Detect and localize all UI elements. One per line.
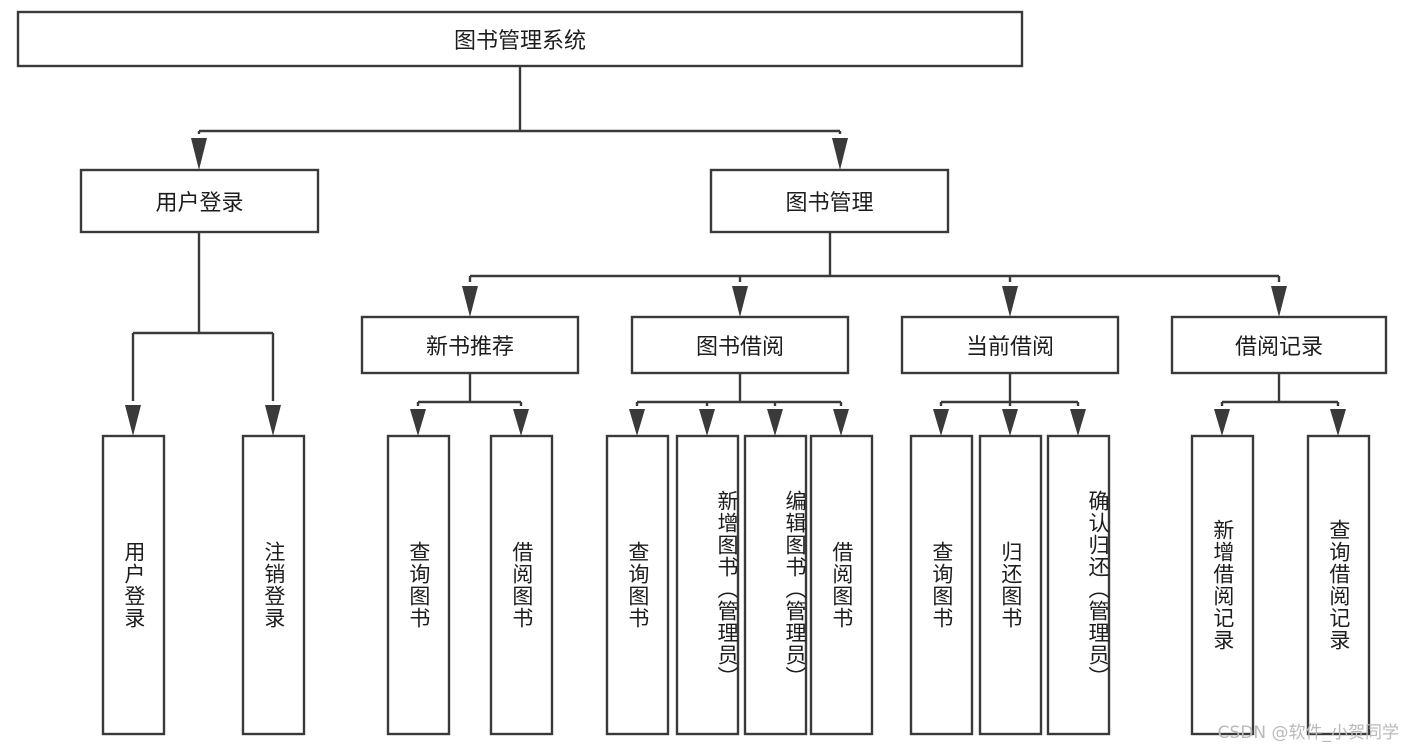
arrowheads: [125, 138, 1346, 436]
leaf-box[interactable]: [909, 434, 974, 736]
node-root[interactable]: [16, 10, 1024, 68]
leaf-box[interactable]: [978, 434, 1043, 736]
leaf-box[interactable]: [1306, 434, 1371, 736]
leaf-box[interactable]: [489, 434, 554, 736]
leaf-box[interactable]: [605, 434, 670, 736]
connector-borrowrecord-to-leaves: [1220, 373, 1340, 406]
node-book-management[interactable]: [709, 168, 950, 234]
leaf-box[interactable]: [241, 434, 306, 736]
leaf-box[interactable]: [675, 434, 740, 736]
node-current-borrow[interactable]: [900, 315, 1120, 375]
leaf-box[interactable]: [386, 434, 451, 736]
connector-userlogin-to-leaves: [131, 232, 275, 401]
node-book-borrow[interactable]: [630, 315, 850, 375]
connector-currentborrow-to-leaves: [939, 373, 1080, 406]
node-user-login[interactable]: [79, 168, 320, 234]
leaf-box[interactable]: [1190, 434, 1255, 736]
connector-newbook-to-leaves: [416, 373, 523, 406]
leaf-box[interactable]: [809, 434, 874, 736]
csdn-watermark: CSDN @软件_小贺同学: [1217, 723, 1399, 743]
connector-bookmgmt-to-level3: [468, 232, 1281, 282]
connector-root-to-level2: [197, 66, 842, 134]
node-borrow-record[interactable]: [1170, 315, 1388, 375]
leaf-box[interactable]: [101, 434, 166, 736]
connector-bookborrow-to-leaves: [635, 373, 843, 406]
node-new-book-recommend[interactable]: [360, 315, 580, 375]
leaf-box[interactable]: [743, 434, 808, 736]
leaf-box[interactable]: [1046, 434, 1111, 736]
